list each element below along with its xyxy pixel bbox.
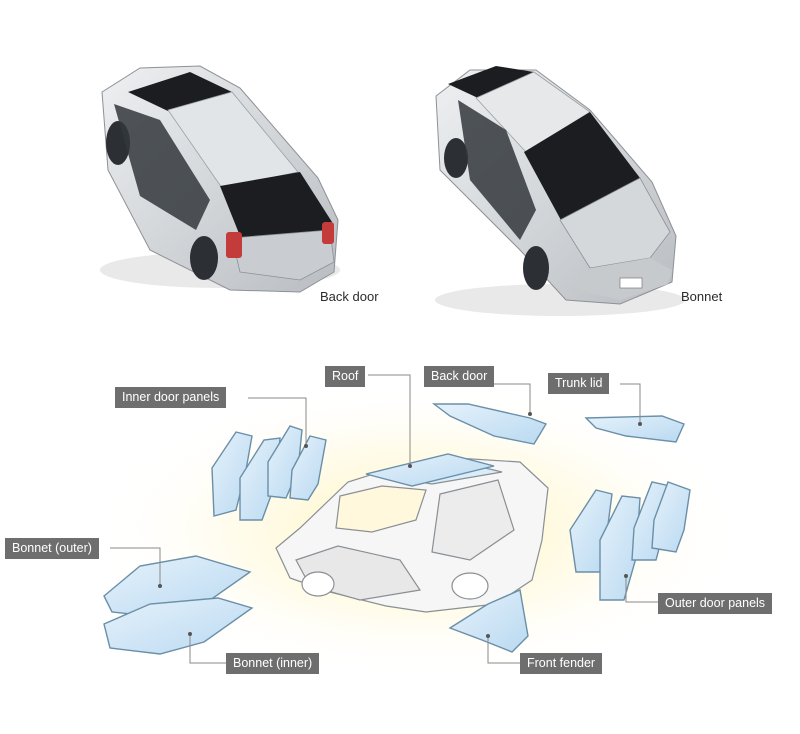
bonnet-inner-panel [103,597,254,655]
label-bonnet-outer: Bonnet (outer) [5,538,99,559]
front-fender-panel [448,589,529,653]
label-inner-door-panels: Inner door panels [115,387,227,408]
roof-panel [365,453,495,487]
label-outer-door-panels: Outer door panels [658,593,773,614]
car-photo-bonnet [435,66,685,316]
car-photo-back-door [100,65,340,293]
caption-bonnet: Bonnet [681,289,723,304]
back-door-panel [431,403,548,445]
label-front-fender: Front fender [520,653,603,674]
panels [103,403,691,655]
caption-back-door: Back door [320,289,379,304]
leader-dots [158,412,642,638]
label-trunk-lid: Trunk lid [548,373,610,394]
bonnet-outer-panel [103,555,252,617]
label-roof: Roof [325,366,366,387]
inner-door-panel-4 [289,435,327,501]
outer-door-panel-4 [651,481,691,553]
label-back-door: Back door [424,366,495,387]
label-bonnet-inner: Bonnet (inner) [226,653,320,674]
trunk-lid-panel [584,415,685,443]
